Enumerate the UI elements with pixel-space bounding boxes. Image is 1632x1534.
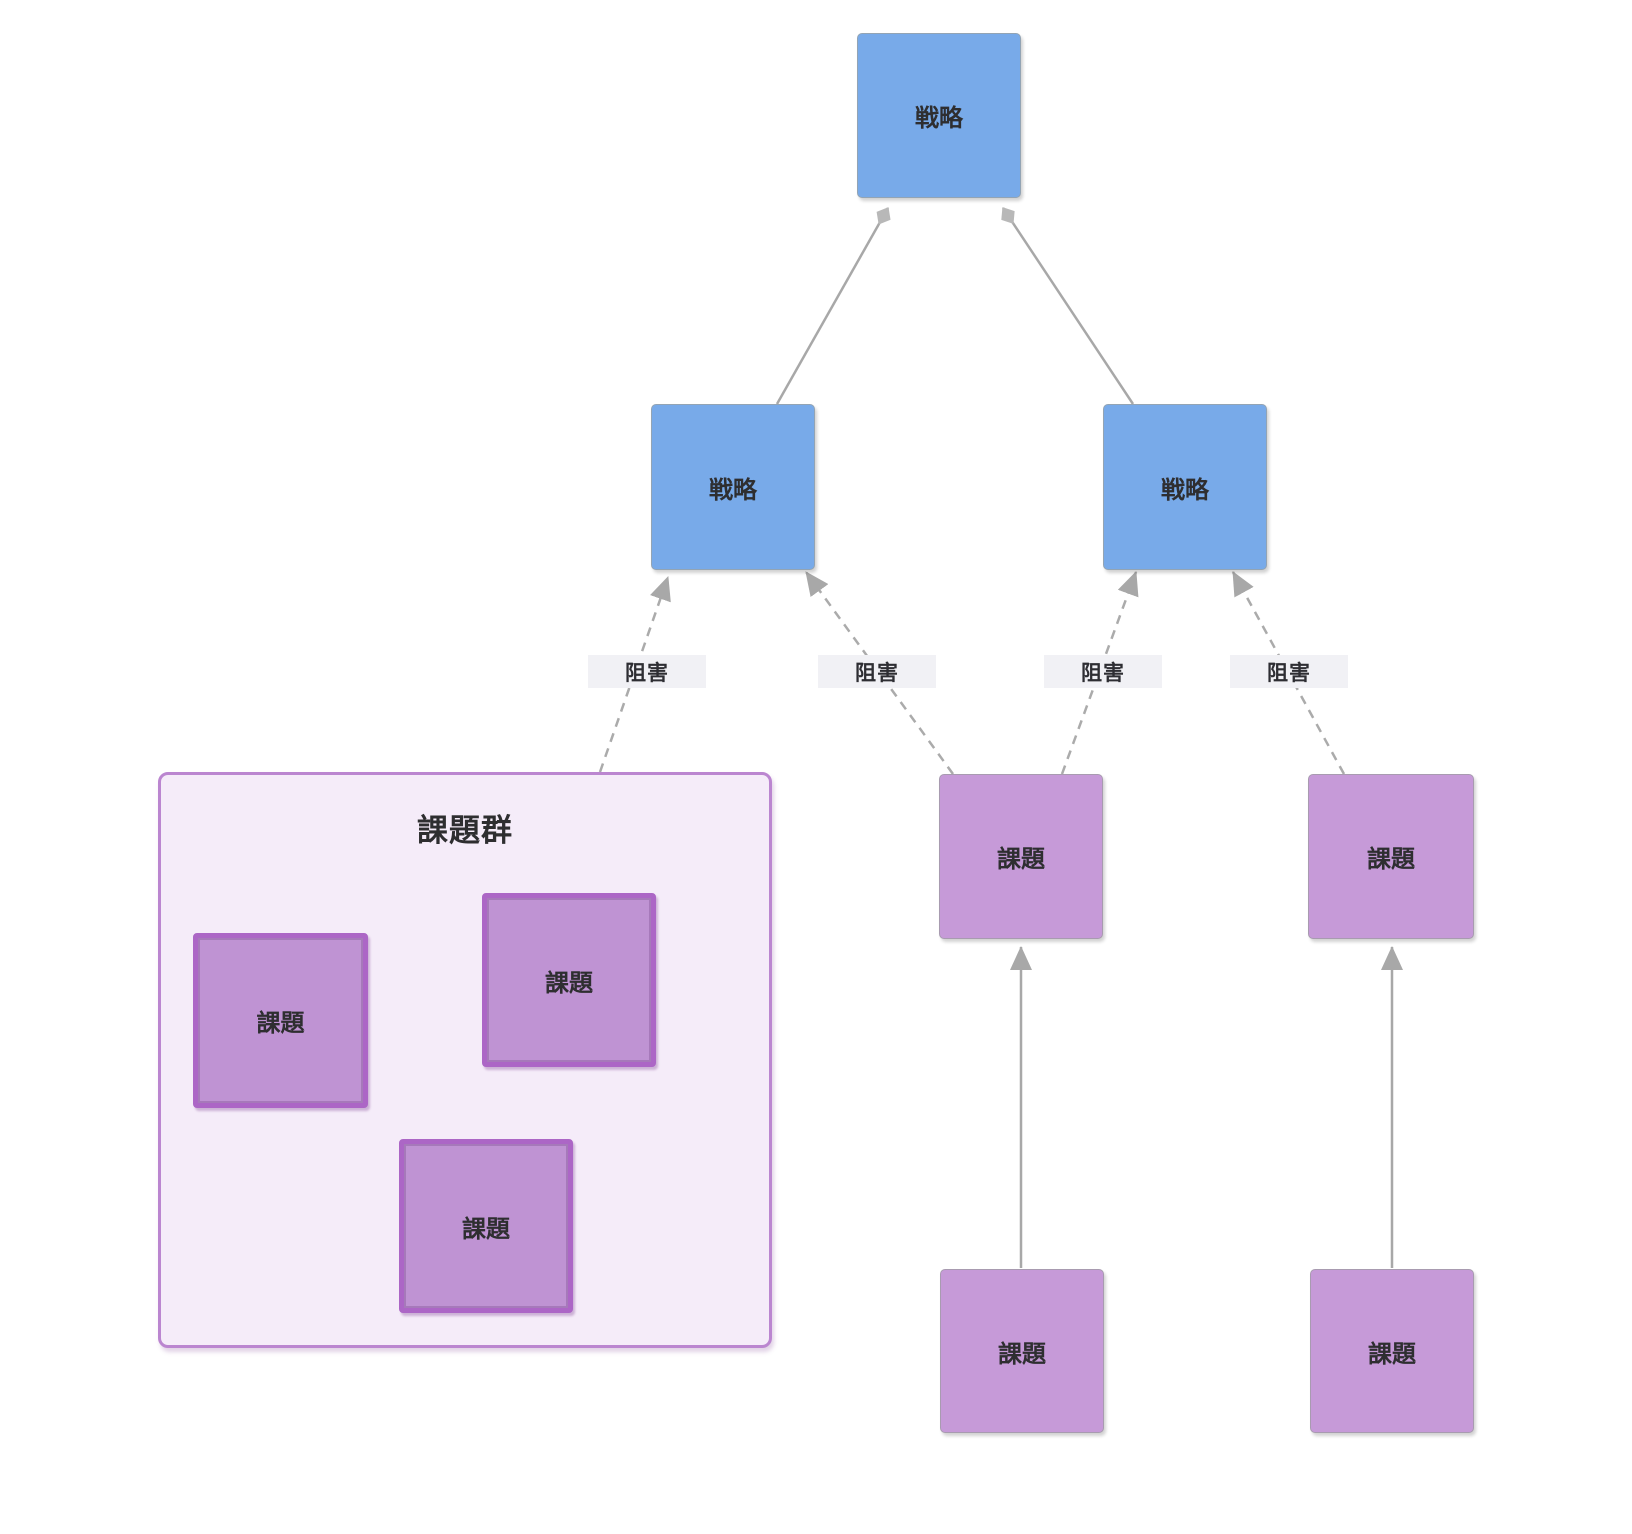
group-issue-node-1[interactable]: 課題 xyxy=(193,933,368,1108)
node-label: 課題 xyxy=(256,1010,305,1037)
node-label: 課題 xyxy=(1368,1340,1416,1368)
edge-issue1-obstructs-strategy-right xyxy=(1060,571,1139,775)
edge-label-text: 阻害 xyxy=(1081,661,1125,685)
node-strategy-top[interactable]: 戦略 xyxy=(857,33,1021,198)
group-issue-node-3[interactable]: 課題 xyxy=(399,1139,573,1313)
edge-strategy-right-to-top xyxy=(1001,207,1135,405)
edge-label-obstruct-1[interactable]: 阻害 xyxy=(588,655,706,688)
edge-issue1-obstructs-strategy-left xyxy=(804,571,955,775)
edge-label-obstruct-4[interactable]: 阻害 xyxy=(1230,655,1348,688)
edge-strategy-left-to-top xyxy=(775,207,891,405)
node-issue-mid-left[interactable]: 課題 xyxy=(939,774,1103,939)
node-label: 課題 xyxy=(545,969,593,997)
node-label: 課題 xyxy=(1367,846,1415,873)
node-label: 課題 xyxy=(998,1340,1046,1368)
node-issue-mid-right[interactable]: 課題 xyxy=(1308,774,1474,939)
node-label: 課題 xyxy=(462,1215,510,1243)
edge-label-obstruct-2[interactable]: 阻害 xyxy=(818,655,936,688)
edge-label-text: 阻害 xyxy=(1267,661,1311,685)
node-label: 課題 xyxy=(997,846,1045,873)
node-label: 戦略 xyxy=(915,105,963,132)
edge-label-obstruct-3[interactable]: 阻害 xyxy=(1044,655,1162,688)
node-strategy-right[interactable]: 戦略 xyxy=(1103,404,1267,570)
group-title: 課題群 xyxy=(417,813,513,848)
edge-label-text: 阻害 xyxy=(855,661,899,685)
node-issue-bottom-right[interactable]: 課題 xyxy=(1310,1269,1474,1433)
node-issue-bottom-left[interactable]: 課題 xyxy=(940,1269,1104,1433)
node-label: 戦略 xyxy=(709,476,757,504)
edge-label-text: 阻害 xyxy=(625,661,669,685)
node-label: 戦略 xyxy=(1161,476,1209,504)
group-issue-node-2[interactable]: 課題 xyxy=(482,893,656,1067)
node-strategy-left[interactable]: 戦略 xyxy=(651,404,815,570)
